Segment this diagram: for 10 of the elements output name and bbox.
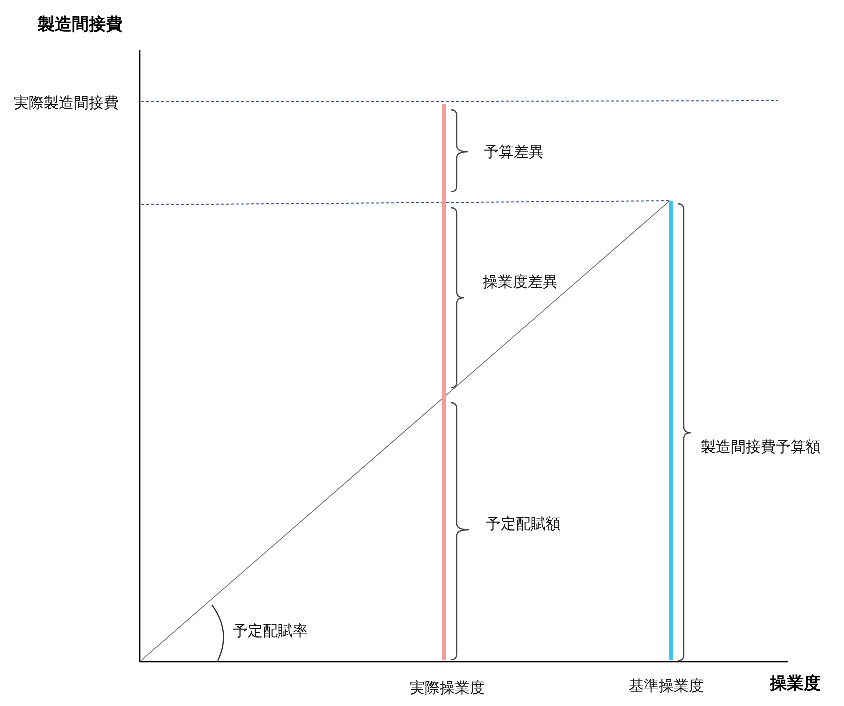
brace-label: 製造間接費予算額 [701, 438, 821, 456]
tick-label: 実際製造間接費 [14, 94, 119, 112]
angle-label: 予定配賦率 [233, 622, 308, 640]
brace-label: 予算差異 [484, 143, 544, 161]
tick-label: 基準操業度 [629, 677, 704, 695]
brace-label: 操業度差異 [483, 273, 558, 291]
axis-title: 操業度 [770, 674, 821, 694]
tick-label: 実際操業度 [410, 679, 485, 697]
brace-label: 予定配賦額 [486, 515, 561, 533]
axis-title: 製造間接費 [38, 15, 123, 35]
